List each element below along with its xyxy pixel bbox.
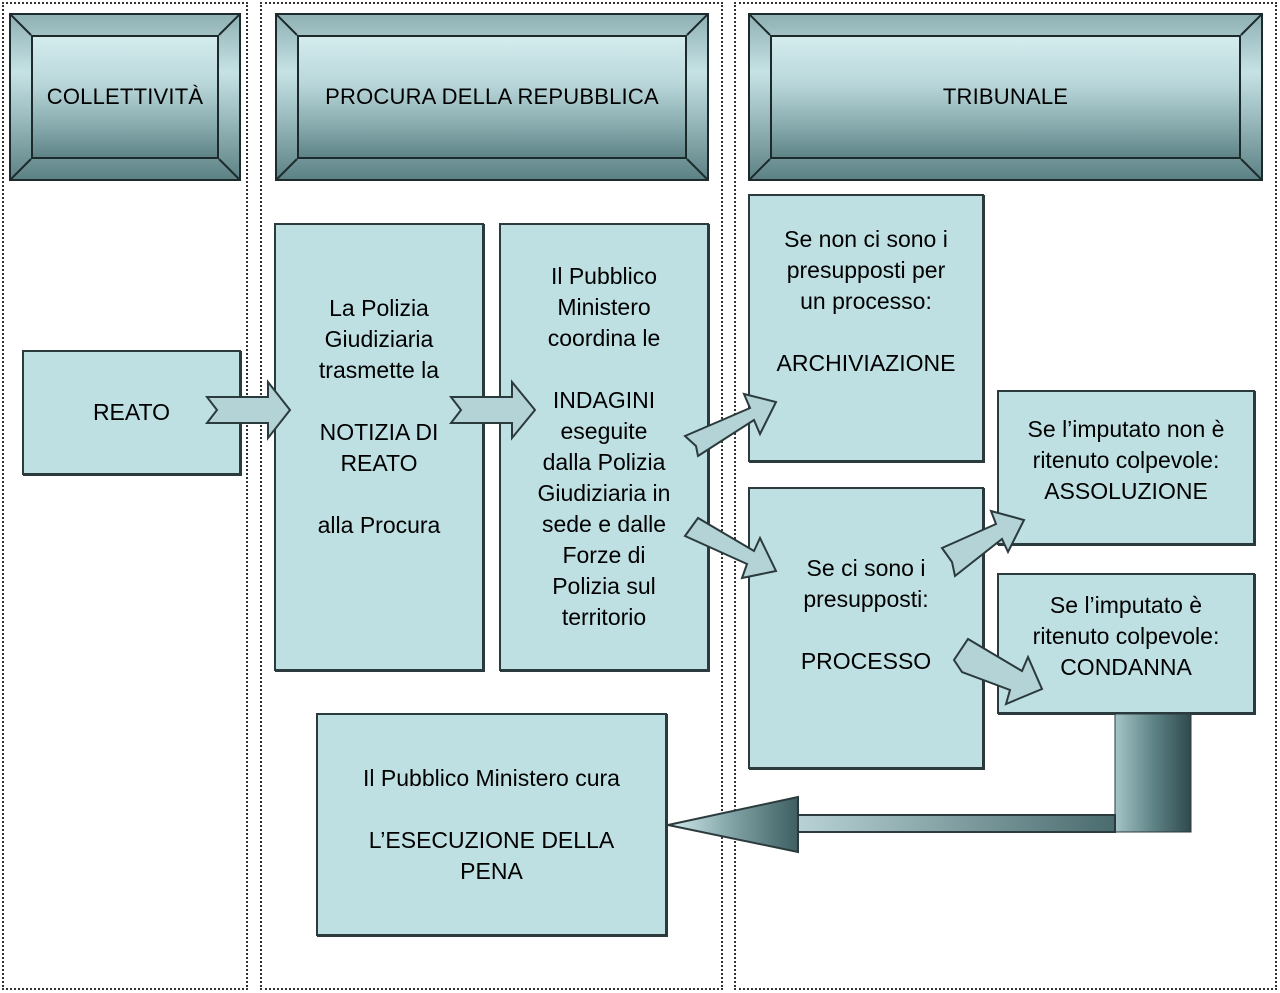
box-condanna-line: ritenuto colpevole:	[1032, 623, 1220, 649]
arrow-processo-to-condanna	[952, 637, 1044, 706]
arrow-return-head	[667, 795, 799, 854]
arrow-return-shaft	[797, 814, 1116, 833]
box-pm-line: Ministero	[557, 294, 651, 320]
arrow-pm-to-processo	[683, 516, 778, 580]
box-assoluzione: Se l’imputato non è ritenuto colpevole: …	[997, 390, 1255, 545]
box-polizia-giudiziaria: La Polizia Giudiziaria trasmette la NOTI…	[274, 223, 484, 671]
box-archiviazione-line: Se non ci sono i	[784, 226, 948, 252]
arrow-return-vertical	[1114, 713, 1192, 833]
box-assoluzione-line: ritenuto colpevole:	[1032, 447, 1220, 473]
box-esecuzione-line: PENA	[460, 857, 523, 884]
box-pm-line: sede e dalle	[541, 511, 667, 537]
box-pubblico-ministero-indagini: Il Pubblico Ministero coordina le INDAGI…	[499, 223, 709, 671]
header-label: PROCURA DELLA REPUBBLICA	[325, 84, 659, 109]
box-assoluzione-line: Se l’imputato non è	[1027, 416, 1225, 442]
box-polizia-line: REATO	[340, 450, 418, 476]
lane-procura	[260, 2, 723, 990]
box-esecuzione-pena: Il Pubblico Ministero cura L’ESECUZIONE …	[316, 713, 667, 936]
arrow-pm-to-archiviazione	[683, 392, 778, 458]
box-esecuzione-line: L’ESECUZIONE DELLA	[368, 826, 615, 853]
header-procura: PROCURA DELLA REPUBBLICA	[275, 13, 709, 181]
box-pm-line: INDAGINI	[552, 387, 656, 413]
box-pm-line: dalla Polizia	[542, 449, 666, 475]
header-label: TRIBUNALE	[942, 84, 1069, 109]
box-pm-line: Giudiziaria in	[537, 480, 671, 506]
box-processo: Se ci sono i presupposti: PROCESSO	[748, 487, 984, 769]
box-pm-line: eseguite	[560, 418, 648, 444]
header-tribunale: TRIBUNALE	[748, 13, 1263, 181]
box-processo-line: PROCESSO	[800, 648, 932, 674]
box-processo-line: Se ci sono i	[806, 555, 926, 581]
box-polizia-line: NOTIZIA DI	[319, 419, 439, 445]
box-condanna-line: Se l’imputato è	[1049, 592, 1203, 618]
box-pm-line: Forze di	[562, 542, 646, 568]
box-polizia-line: trasmette la	[318, 357, 440, 383]
box-pm-line: coordina le	[547, 325, 661, 351]
arrow-reato-to-polizia	[204, 379, 292, 441]
header-label: COLLETTIVITÀ	[46, 84, 204, 109]
box-esecuzione-line: Il Pubblico Ministero cura	[363, 764, 620, 791]
box-archiviazione-line: ARCHIVIAZIONE	[776, 350, 956, 376]
box-reato: REATO	[22, 350, 241, 475]
lane-collettivita	[2, 2, 248, 990]
box-archiviazione-line: presupposti per	[786, 257, 946, 283]
box-reato-text: REATO	[92, 399, 171, 425]
box-polizia-line: La Polizia	[329, 295, 429, 321]
arrow-polizia-to-pm	[448, 379, 537, 441]
box-pm-line: Il Pubblico	[550, 263, 658, 289]
box-condanna-line: CONDANNA	[1060, 654, 1192, 680]
box-polizia-line: Giudiziaria	[324, 326, 434, 352]
lane-tribunale	[734, 2, 1277, 990]
header-collettivita: COLLETTIVITÀ	[9, 13, 241, 181]
box-pm-line: Polizia sul	[552, 573, 656, 599]
box-archiviazione-line: un processo:	[800, 288, 932, 314]
box-archiviazione: Se non ci sono i presupposti per un proc…	[748, 194, 984, 462]
box-polizia-line: alla Procura	[317, 512, 441, 538]
box-processo-line: presupposti:	[803, 586, 929, 612]
arrow-processo-to-assoluzione	[940, 509, 1026, 578]
box-assoluzione-line: ASSOLUZIONE	[1044, 478, 1208, 504]
box-pm-line: territorio	[561, 604, 647, 630]
